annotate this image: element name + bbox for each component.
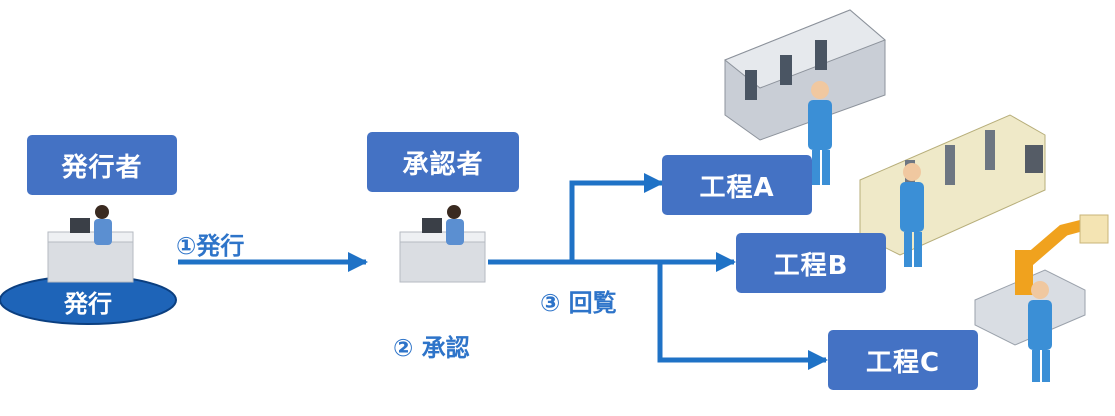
arrow-to-process-a (569, 173, 664, 262)
arrow-to-process-c (657, 262, 828, 370)
step-approve-label: ② 承認 (393, 334, 470, 362)
issuer-desk-illustration (0, 205, 177, 325)
issuer-title-box: 発行者 (27, 135, 177, 195)
issue-action-label: 発行 (64, 290, 112, 318)
process-c-box: 工程C (828, 330, 978, 390)
step-issue-label: ①発行 (176, 232, 245, 260)
assembly-line-illustration (859, 114, 1046, 267)
approver-desk-illustration (399, 205, 486, 283)
flow-arrows (178, 173, 828, 370)
robot-arm-illustration (974, 214, 1109, 382)
printing-machine-illustration (724, 9, 886, 185)
process-a-box: 工程A (662, 155, 812, 215)
approver-title-box: 承認者 (367, 132, 519, 192)
process-b-box: 工程B (736, 233, 886, 293)
step-circulate-label: ③ 回覧 (540, 289, 617, 317)
